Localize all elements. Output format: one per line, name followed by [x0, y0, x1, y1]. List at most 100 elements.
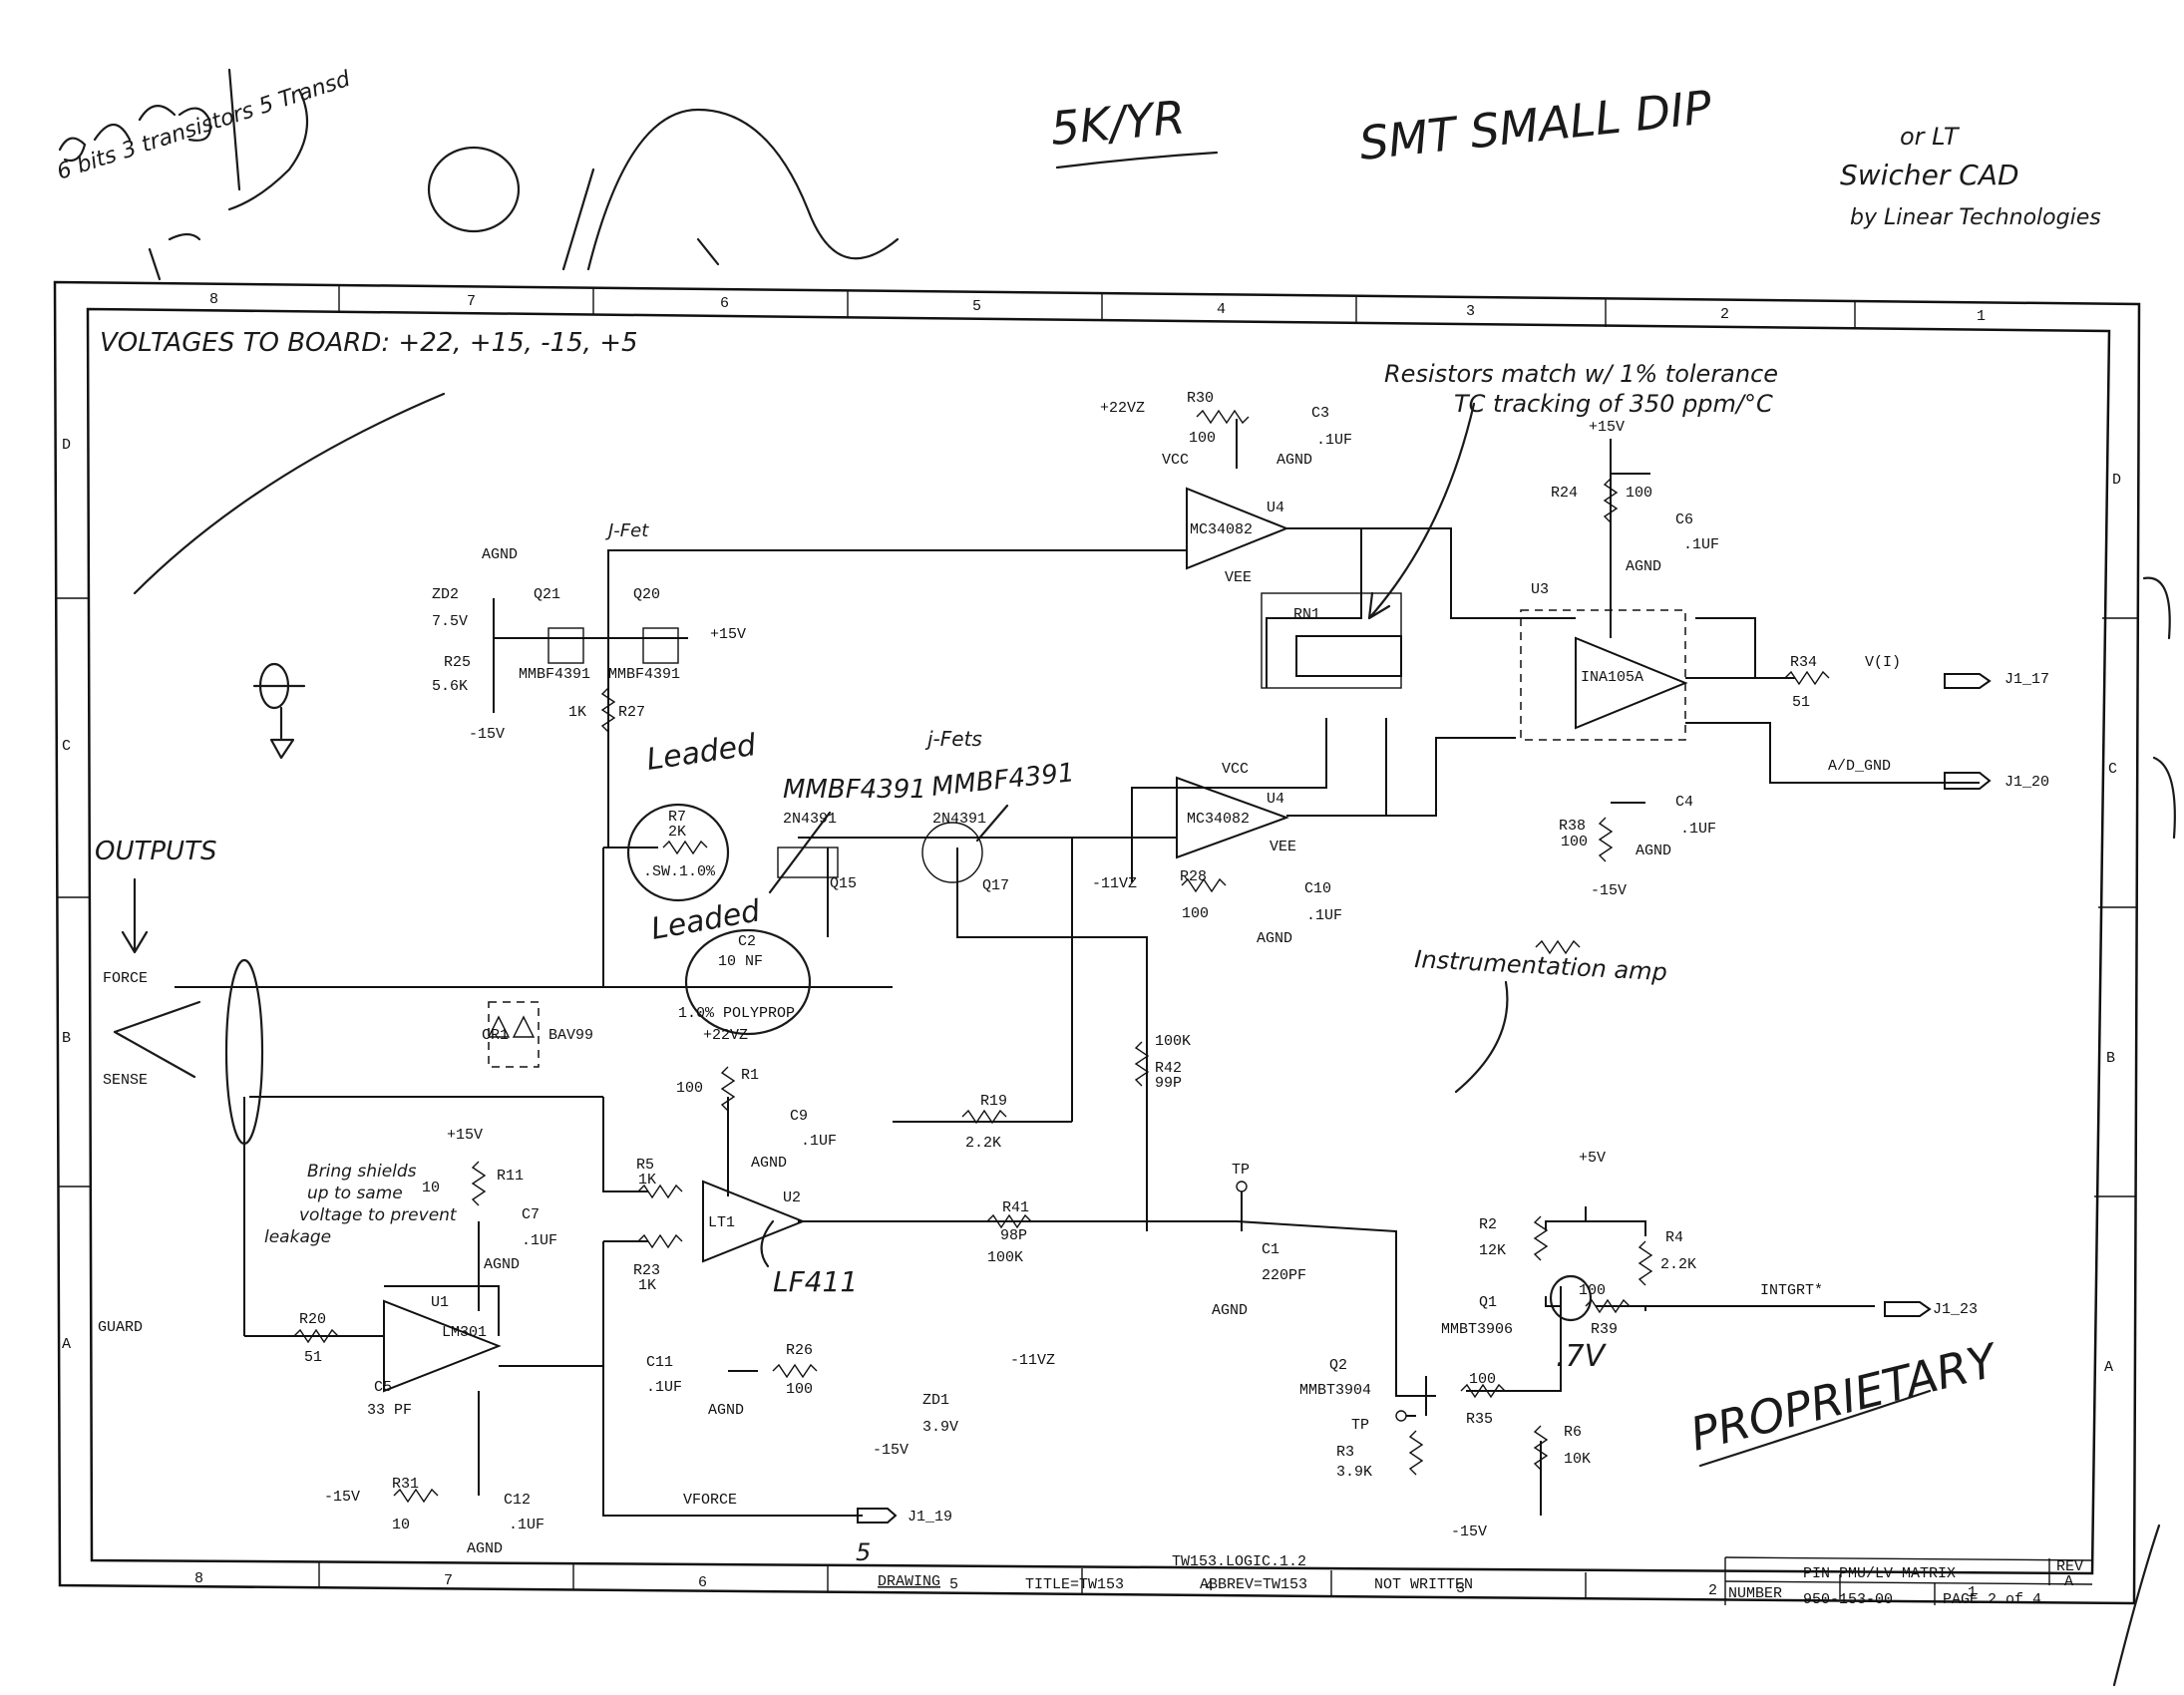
- u2-label: U2: [783, 1189, 801, 1206]
- bring-shields-1: Bring shields: [307, 1162, 417, 1182]
- circle-sketch: [427, 146, 521, 233]
- r2-value: 12K: [1479, 1242, 1506, 1259]
- zone-left-a: A: [62, 1336, 71, 1353]
- page-value: PAGE 2 of 4: [1943, 1591, 2041, 1608]
- r42-value: 100K: [1155, 1033, 1191, 1050]
- r11-label: R11: [497, 1168, 524, 1185]
- u3-part: INA105A: [1581, 669, 1643, 686]
- j1-20-label: J1_20: [2004, 774, 2049, 791]
- zone-left-b: B: [62, 1030, 71, 1047]
- voltages-to-board-note: VOLTAGES TO BOARD: +22, +15, -15, +5: [100, 328, 638, 358]
- r26-supply: -11VZ: [1010, 1352, 1055, 1369]
- r24-label: R24: [1551, 485, 1578, 502]
- r20-value: 51: [304, 1349, 322, 1366]
- zone-bottom-6: 6: [698, 1574, 707, 1591]
- r27-value: 1K: [568, 704, 586, 721]
- r39-value: 100: [1579, 1282, 1606, 1299]
- zone-left-c: C: [62, 738, 71, 755]
- rn1-network: [1261, 592, 1402, 689]
- c5-value: 33 PF: [367, 1402, 412, 1419]
- zd2-label: ZD2: [432, 586, 459, 603]
- force-net: FORCE: [103, 970, 148, 987]
- r7-ring: [626, 803, 730, 902]
- r25-value: 5.6K: [432, 678, 468, 695]
- bring-shields-3: voltage to prevent: [299, 1205, 458, 1225]
- seven-volt-note: .7V: [1556, 1339, 1608, 1374]
- q2-label: Q2: [1329, 1357, 1347, 1374]
- guard-net: GUARD: [98, 1319, 143, 1336]
- r24-value: 100: [1626, 485, 1652, 502]
- zone-top-7: 7: [467, 293, 476, 310]
- number-label: NUMBER: [1728, 1585, 1782, 1602]
- c3-agnd: AGND: [1276, 452, 1312, 469]
- u4a-vcc: VCC: [1162, 452, 1189, 469]
- resistors-match-note-1: Resistors match w/ 1% tolerance: [1384, 360, 1778, 388]
- bring-shields-note: Bring shields up to same voltage to prev…: [264, 1162, 458, 1247]
- cable-loop: [113, 958, 264, 1146]
- tp2-label: TP: [1351, 1417, 1369, 1434]
- mmbf4391-note-1: MMBF4391: [783, 775, 926, 805]
- q20-part: MMBF4391: [608, 666, 680, 683]
- q1-q2-transistors: [1425, 1286, 1562, 1416]
- j1-23-label: J1_23: [1933, 1301, 1978, 1318]
- op-amp-u4b: [1176, 776, 1289, 859]
- q2-part: MMBT3904: [1299, 1382, 1371, 1399]
- c1-value: 220PF: [1262, 1267, 1306, 1284]
- proprietary-stamp: PROPRIETARY: [1685, 1332, 2005, 1461]
- zone-bottom-8: 8: [194, 1570, 203, 1587]
- q15-part: 2N4391: [783, 811, 837, 828]
- zd2-value: 7.5V: [432, 613, 468, 630]
- wires: [175, 419, 1980, 1517]
- c7-label: C7: [522, 1206, 540, 1223]
- r3-label: R3: [1336, 1444, 1354, 1461]
- r42-label: R42: [1155, 1060, 1182, 1077]
- lf411-note: LF411: [773, 1265, 858, 1298]
- zone-bottom-2: 2: [1708, 1582, 1717, 1599]
- zone-bottom-7: 7: [444, 1572, 453, 1589]
- r26-value: 100: [786, 1381, 813, 1398]
- r7-value: 2K: [668, 824, 686, 841]
- op-amp-u4a: [1186, 487, 1289, 570]
- r41-tolerance: 100K: [987, 1249, 1023, 1266]
- q17-part: 2N4391: [932, 811, 986, 828]
- instrumentation-amp-note: Instrumentation amp: [1414, 945, 1668, 986]
- c6-label: C6: [1675, 511, 1693, 528]
- sense-net: SENSE: [103, 1072, 148, 1089]
- u4b-vee: VEE: [1270, 839, 1296, 855]
- smt-small-dip-note: SMT SMALL DIP: [1357, 80, 1715, 170]
- r7-label: R7: [668, 809, 686, 826]
- vi-net: V(I): [1865, 654, 1901, 671]
- lt-note-2: Swicher CAD: [1840, 159, 2019, 191]
- ground-sketch: [252, 662, 306, 760]
- drawing-label: DRAWING: [878, 1573, 940, 1590]
- r2-label: R2: [1479, 1216, 1497, 1233]
- r1-label: R1: [741, 1067, 759, 1084]
- op-amp-u3: [1520, 609, 1688, 741]
- top-scribble-text: 6 bits 3 transistors 5 Transd: [54, 67, 354, 185]
- zone-top-8: 8: [209, 291, 218, 308]
- vforce-net: VFORCE: [683, 1492, 737, 1509]
- jfet-pencil-note: J-Fet: [605, 520, 649, 541]
- zone-labels: 8 7 6 5 4 3 2 1 8 7 6 5 4 3 2 1 D C B A …: [62, 291, 2121, 1601]
- block-title: PIN PMU/LV MATRIX: [1803, 1565, 1956, 1582]
- component-labels: AGND ZD2 7.5V R25 5.6K -15V Q21 MMBF4391…: [98, 390, 2049, 1557]
- zd1-label: ZD1: [922, 1392, 949, 1409]
- c2-ring: [684, 928, 812, 1036]
- rev-value: A: [2064, 1573, 2073, 1590]
- resistors-match-note-2: TC tracking of 350 ppm/°C: [1454, 390, 1773, 418]
- outputs-note: OUTPUTS: [95, 837, 216, 866]
- r31-label: R31: [392, 1476, 419, 1493]
- c9-agnd: AGND: [751, 1155, 787, 1172]
- r4-value: 2.2K: [1660, 1256, 1696, 1273]
- zone-top-4: 4: [1217, 301, 1226, 318]
- op-amp-u1: [383, 1299, 502, 1393]
- u4b-part: MC34082: [1187, 811, 1250, 828]
- r42-tolerance: 99P: [1155, 1075, 1182, 1092]
- c10-agnd: AGND: [1257, 930, 1292, 947]
- c11-label: C11: [646, 1354, 673, 1371]
- r1-supply: +22VZ: [703, 1027, 748, 1044]
- q20-label: Q20: [633, 586, 660, 603]
- q21-label: Q21: [534, 586, 560, 603]
- tp1-label: TP: [1232, 1162, 1250, 1179]
